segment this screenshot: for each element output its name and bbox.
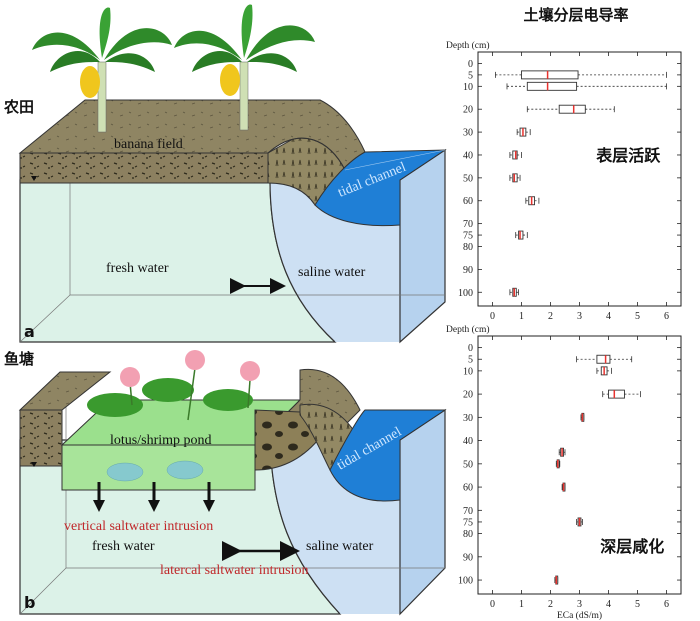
x-tick-label: 0: [490, 311, 495, 322]
side-label-a: 农田: [3, 98, 34, 116]
block-right-face-a: [399, 148, 446, 344]
y-tick-label: 100: [458, 288, 473, 299]
panel-b: 鱼塘 lotus/shrimp pond vertical saltwater …: [4, 350, 447, 616]
x-tick-label: 5: [635, 311, 640, 322]
field-label: banana field: [114, 137, 183, 152]
pond-body: [61, 444, 256, 491]
chart-annotation: 表层活跃: [595, 146, 661, 165]
vertical-intrusion-arrows: [93, 482, 215, 512]
fresh-water-label-a: fresh water: [106, 261, 169, 276]
x-tick-label: 1: [519, 599, 524, 610]
saline-water-label-b: saline water: [306, 539, 374, 554]
y-tick-label: 40: [463, 150, 473, 161]
x-tick-label: 2: [548, 599, 553, 610]
tidal-channel-b: [329, 409, 447, 502]
y-tick-label: 90: [463, 265, 473, 276]
y-tick-label: 20: [463, 390, 473, 401]
vertical-intrusion-label: vertical saltwater intrusion: [64, 519, 213, 534]
y-tick-label: 5: [468, 355, 473, 366]
x-tick-label: 3: [577, 599, 582, 610]
y-tick-label: 40: [463, 436, 473, 447]
x-axis-label: ECa (dS/m): [557, 610, 602, 621]
y-tick-label: 70: [463, 219, 473, 230]
fresh-water-label-b: fresh water: [92, 539, 155, 554]
y-tick-label: 5: [468, 70, 473, 81]
chart-title: 土壤分层电导率: [523, 6, 628, 24]
box-iqr: [608, 389, 625, 399]
plot-frame: [477, 335, 682, 595]
y-axis-label: Depth (cm): [446, 324, 490, 335]
panel-letter-b: b: [24, 593, 35, 612]
x-tick-label: 0: [490, 599, 495, 610]
dike-left-front: [19, 409, 63, 467]
soil-band-a: [19, 152, 269, 184]
chart-annotation: 深层咸化: [600, 537, 664, 556]
y-tick-label: 80: [463, 529, 473, 540]
box-iqr: [526, 81, 578, 91]
box-iqr: [521, 70, 579, 80]
y-tick-label: 60: [463, 196, 473, 207]
y-tick-label: 100: [458, 576, 473, 587]
lotus-plants: [87, 350, 260, 421]
pond-label: lotus/shrimp pond: [110, 433, 212, 448]
block-right-face-b: [399, 408, 446, 616]
x-tick-label: 3: [577, 311, 582, 322]
y-tick-label: 30: [463, 413, 473, 424]
x-tick-label: 2: [548, 311, 553, 322]
y-axis-label: Depth (cm): [446, 40, 490, 51]
plot-frame: [477, 51, 682, 307]
x-tick-label: 4: [606, 599, 611, 610]
y-tick-label: 0: [468, 343, 473, 354]
banana-tree-right: [174, 4, 315, 131]
panel-a: 农田 banana field fresh water saline water…: [3, 4, 447, 344]
x-tick-label: 4: [606, 311, 611, 322]
y-tick-label: 60: [463, 483, 473, 494]
tidal-channel-a: [314, 149, 447, 227]
saline-water-label-a: saline water: [298, 265, 366, 280]
x-tick-label: 6: [664, 311, 669, 322]
y-tick-label: 30: [463, 128, 473, 139]
shrimp-icons: [106, 460, 204, 482]
x-tick-label: 6: [664, 599, 669, 610]
y-tick-label: 20: [463, 105, 473, 116]
y-tick-label: 10: [463, 366, 473, 377]
y-tick-label: 75: [463, 231, 473, 242]
y-tick-label: 75: [463, 517, 473, 528]
water-table-marker-a: [31, 176, 37, 181]
y-tick-label: 50: [463, 173, 473, 184]
y-tick-label: 70: [463, 506, 473, 517]
x-tick-label: 5: [635, 599, 640, 610]
x-tick-label: 1: [519, 311, 524, 322]
box-iqr: [596, 354, 611, 364]
panel-letter-a: a: [24, 322, 35, 341]
y-tick-label: 50: [463, 459, 473, 470]
y-tick-label: 80: [463, 242, 473, 253]
side-label-b: 鱼塘: [4, 350, 34, 368]
y-tick-label: 90: [463, 552, 473, 563]
banana-tree-left: [32, 7, 172, 133]
y-tick-label: 10: [463, 82, 473, 93]
box-iqr: [558, 104, 586, 114]
lateral-intrusion-label: latercal saltwater intrusion: [160, 563, 309, 578]
y-tick-label: 0: [468, 59, 473, 70]
